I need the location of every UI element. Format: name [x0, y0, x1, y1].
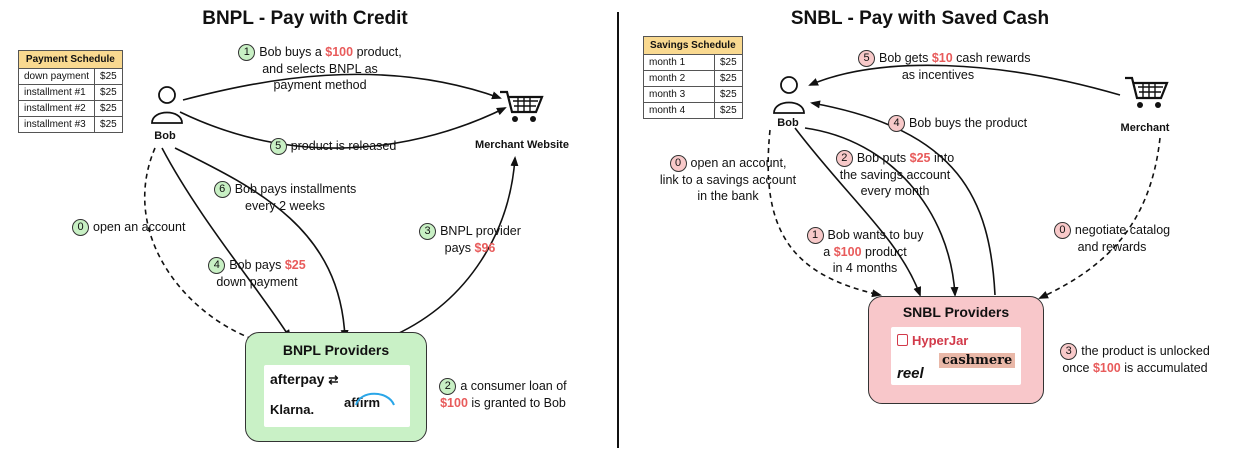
right-title: SNBL - Pay with Saved Cash	[790, 8, 1050, 29]
reel-logo: reel	[897, 365, 924, 382]
table-row: month 3$25	[643, 86, 743, 103]
table-row: down payment$25	[17, 68, 123, 85]
arrow-negotiate	[1038, 137, 1161, 299]
person-icon	[773, 76, 805, 114]
arrow-provider-to-bob	[810, 100, 996, 296]
arrow-open-account-left	[144, 147, 251, 339]
snbl-providers-box: SNBL Providers HyperJar cashmere reel	[868, 296, 1044, 404]
hyperjar-logo: HyperJar	[897, 333, 968, 348]
table-row: installment #3$25	[17, 116, 123, 133]
arrow-provider-to-merchant	[394, 156, 519, 336]
savings-schedule-header: Savings Schedule	[643, 36, 743, 55]
arrow-merchant-to-bob	[808, 64, 1121, 96]
arrow-bob-pays-down	[161, 147, 292, 340]
savings-schedule-table: Savings Schedule month 1$25 month 2$25 m…	[643, 36, 743, 119]
table-row: installment #1$25	[17, 84, 123, 101]
arrow-merchant-release	[179, 107, 507, 149]
person-icon	[151, 86, 183, 124]
merchant-label-right: Merchant	[1120, 122, 1170, 134]
cashmere-logo: cashmere	[939, 353, 1016, 368]
bnpl-logos: afterpay ⇄ Klarna. affirm	[264, 365, 410, 427]
shopping-cart-icon	[1125, 76, 1169, 108]
afterpay-logo: afterpay ⇄	[270, 371, 339, 387]
arrow-bob-saves	[804, 127, 959, 297]
center-divider	[617, 12, 619, 448]
klarna-logo: Klarna.	[270, 402, 315, 417]
table-row: month 1$25	[643, 54, 743, 71]
left-title: BNPL - Pay with Credit	[202, 8, 408, 29]
table-row: month 4$25	[643, 102, 743, 119]
affirm-logo: affirm	[344, 392, 395, 410]
payment-schedule-table: Payment Schedule down payment$25 install…	[17, 50, 123, 133]
arrow-bob-wants	[794, 127, 922, 297]
shopping-cart-icon	[500, 90, 544, 122]
bob-label-right: Bob	[777, 117, 799, 129]
arrow-open-account-right	[767, 129, 882, 298]
arrow-bob-to-merchant	[182, 73, 502, 101]
snbl-logos: HyperJar cashmere reel	[891, 327, 1021, 385]
bnpl-providers-title: BNPL Providers	[282, 342, 390, 358]
merchant-label-left: Merchant Website	[475, 139, 569, 151]
arrow-bob-pays-installments	[174, 147, 349, 340]
bnpl-providers-box: BNPL Providers afterpay ⇄ Klarna. affirm	[245, 332, 427, 442]
table-row: installment #2$25	[17, 100, 123, 117]
table-row: month 2$25	[643, 70, 743, 87]
payment-schedule-header: Payment Schedule	[18, 50, 123, 69]
snbl-providers-title: SNBL Providers	[902, 304, 1010, 320]
bob-label-left: Bob	[154, 130, 176, 142]
